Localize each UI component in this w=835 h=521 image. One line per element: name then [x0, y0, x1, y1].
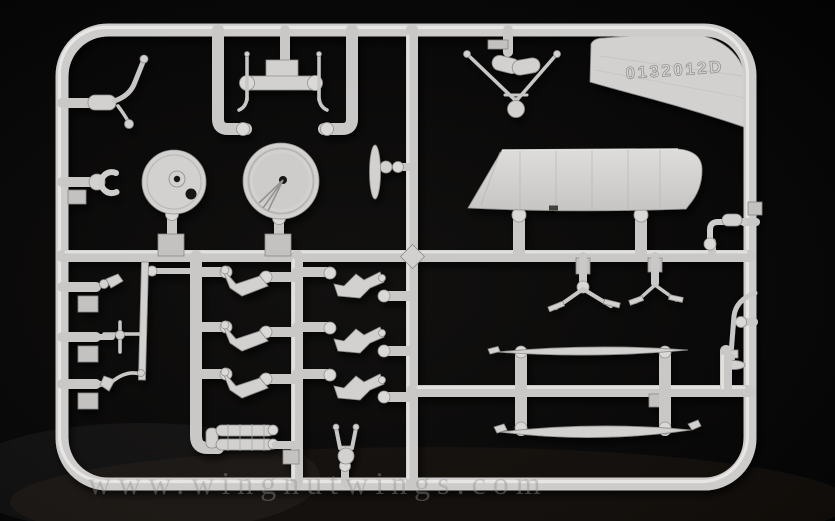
sprue: WINGNUT 0132012D [55, 23, 763, 491]
part-large-disc [242, 142, 320, 261]
part-skid-blades [487, 345, 702, 438]
lower-skid-blade [499, 425, 692, 438]
part-v-strut [463, 25, 561, 118]
part-corner-bracket [703, 201, 763, 260]
part-control-fork [332, 423, 360, 488]
part-quadrant-lever [57, 369, 145, 410]
part-clamp-fitting [57, 273, 124, 313]
part-anchor-yoke-large [547, 252, 621, 313]
part-control-lever [57, 54, 149, 129]
part-blade-handle [369, 144, 416, 200]
part-small-disc [141, 149, 207, 261]
watermark-text: www.wingnutwings.com [88, 465, 548, 501]
upper-skid-blade [496, 346, 689, 356]
sprue-tag: WINGNUT 0132012D [589, 32, 750, 129]
part-axle-assembly [237, 25, 329, 112]
part-decking-panel [467, 148, 703, 262]
part-anchor-yoke-small [628, 252, 684, 306]
part-stringer-strip [138, 261, 199, 381]
part-c-clip [57, 169, 120, 205]
sprue-diamond-node [399, 243, 426, 270]
part-cross-lever [57, 320, 142, 363]
part-twin-cylinder [205, 424, 301, 465]
